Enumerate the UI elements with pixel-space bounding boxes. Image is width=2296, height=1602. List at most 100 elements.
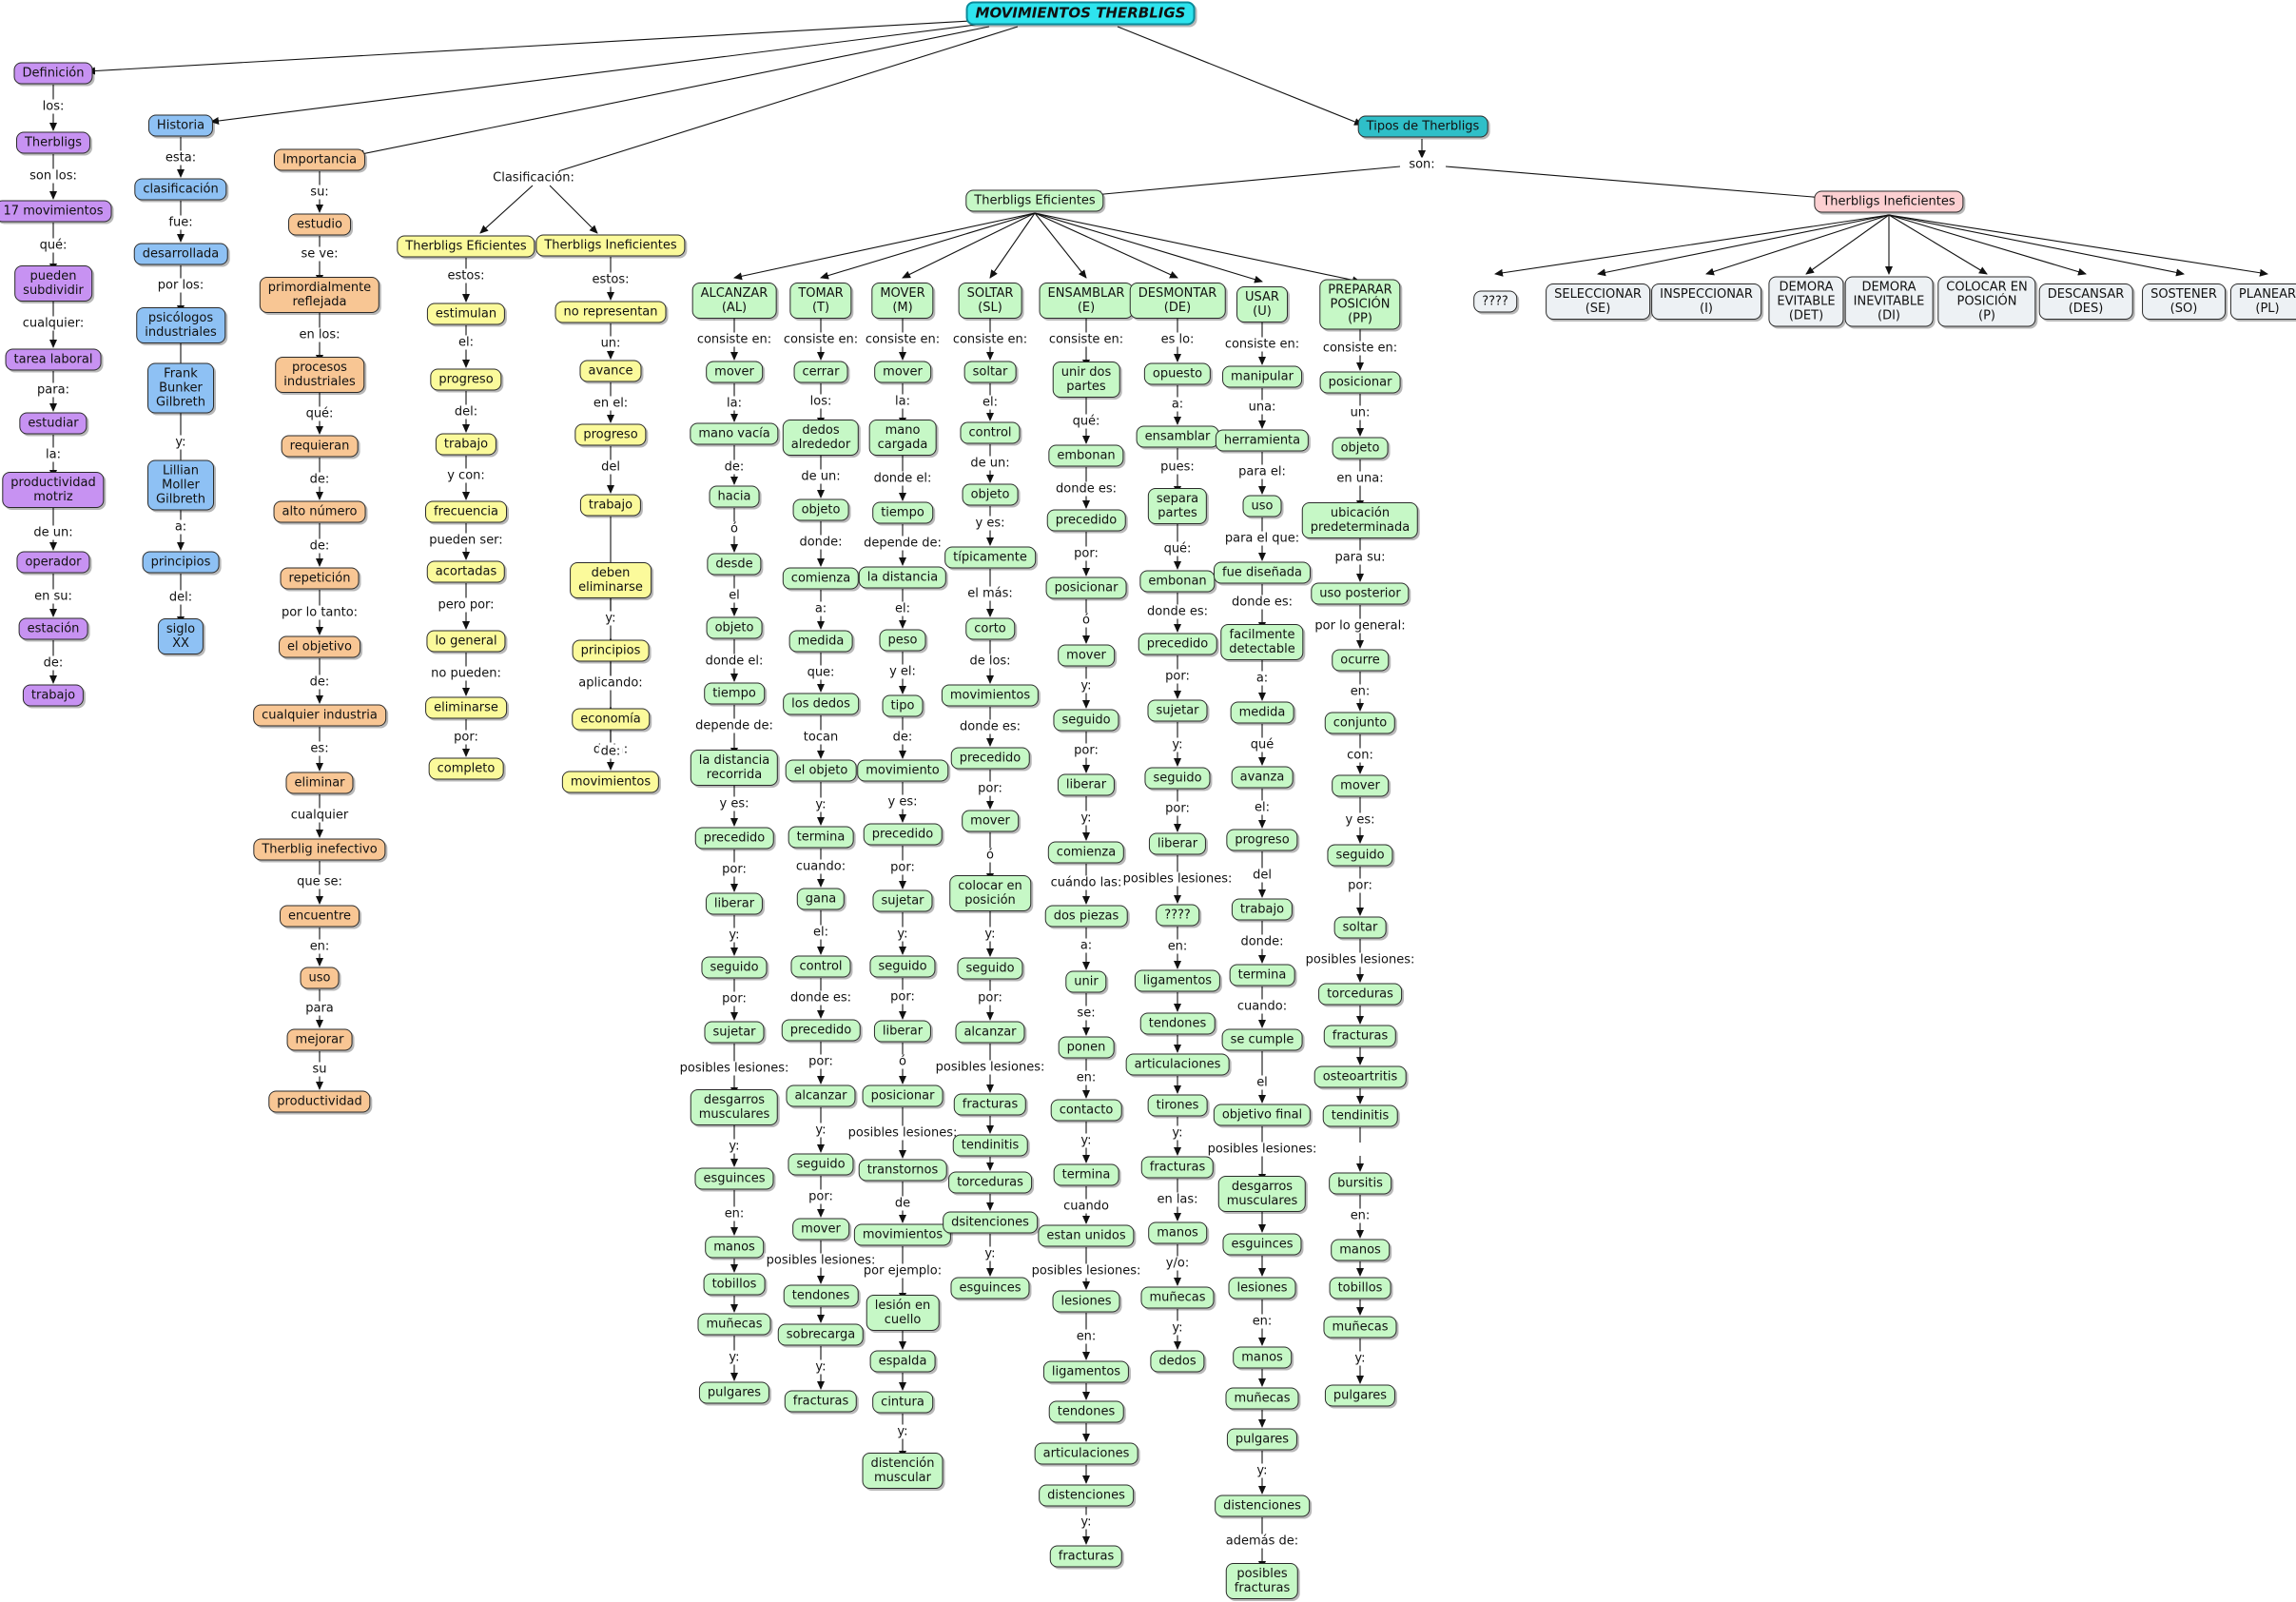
node-so-2[interactable]: control [960,421,1021,444]
node-imp-2[interactable]: primordialmente reflejada [259,277,380,313]
node-pp-2[interactable]: objeto [1332,437,1389,459]
node-cli-5[interactable]: deben eliminarse [570,562,652,598]
node-us-18[interactable]: pulgares [1226,1428,1298,1451]
node-so-10[interactable]: seguido [957,957,1023,980]
node-so-6[interactable]: movimientos [941,684,1040,707]
node-to-13[interactable]: seguido [788,1153,854,1176]
node-al[interactable]: ALCANZAR (AL) [691,283,777,319]
node-to-11[interactable]: precedido [781,1019,861,1042]
node-us-19[interactable]: distenciones [1215,1495,1310,1517]
node-de-2[interactable]: ensamblar [1136,425,1219,448]
node-de-16[interactable]: muñecas [1140,1286,1215,1309]
node-en-17[interactable]: tendones [1048,1400,1124,1423]
node-us-13[interactable]: desgarros musculares [1217,1176,1307,1212]
node-en-6[interactable]: seguido [1053,709,1119,732]
node-de-8[interactable]: liberar [1148,832,1207,855]
node-tip[interactable]: Tipos de Therbligs [1357,115,1489,138]
node-de-4[interactable]: embonan [1139,570,1216,593]
node-al-2[interactable]: mano vacía [690,422,779,445]
node-en-12[interactable]: contacto [1050,1099,1122,1122]
node-so-9[interactable]: colocar en posición [949,875,1031,911]
node-mo-15[interactable]: lesión en cuello [866,1295,940,1331]
node-imp-1[interactable]: estudio [288,213,351,236]
node-de-5[interactable]: precedido [1138,633,1217,655]
node-mo-16[interactable]: espalda [869,1350,936,1373]
node-de-12[interactable]: articulaciones [1125,1053,1230,1076]
node-al-13[interactable]: esguinces [694,1167,774,1190]
node-pp-4[interactable]: uso posterior [1311,582,1410,605]
node-def-8[interactable]: estación [18,617,88,640]
node-en-11[interactable]: ponen [1058,1036,1115,1059]
node-cli-4[interactable]: trabajo [579,494,642,517]
node-ti[interactable]: Therbligs Ineficientes [1814,190,1964,213]
node-cli-6[interactable]: principios [572,639,650,662]
node-to-9[interactable]: gana [796,888,846,910]
node-def-9[interactable]: trabajo [22,684,85,707]
node-us-14[interactable]: esguinces [1222,1233,1302,1256]
node-de-15[interactable]: manos [1148,1221,1207,1244]
node-us-15[interactable]: lesiones [1228,1277,1296,1299]
node-mo-9[interactable]: sujetar [872,889,933,912]
node-to-7[interactable]: el objeto [785,759,857,782]
node-def-4[interactable]: tarea laboral [5,348,102,371]
node-his-7[interactable]: siglo XX [157,618,204,654]
node-mo-18[interactable]: distención muscular [862,1453,944,1489]
node-us-16[interactable]: manos [1233,1346,1292,1369]
node-us-8[interactable]: progreso [1226,829,1298,851]
node-en-5[interactable]: mover [1058,644,1115,667]
node-i2[interactable]: SELECCIONAR (SE) [1546,283,1650,320]
node-i6[interactable]: COLOCAR EN POSICIÓN (P) [1937,276,2036,327]
node-cle-1[interactable]: estimulan [426,303,506,325]
node-pp-14[interactable]: bursitis [1329,1172,1391,1195]
node-imp-12[interactable]: uso [300,967,340,989]
node-al-10[interactable]: seguido [701,956,768,979]
node-pp[interactable]: PREPARAR POSICIÓN (PP) [1319,279,1401,330]
node-i8[interactable]: SOSTENER (SO) [2142,283,2226,320]
node-en-9[interactable]: dos piezas [1044,905,1128,928]
node-us-5[interactable]: facilmente detectable [1220,624,1304,660]
node-mo-7[interactable]: movimiento [857,759,948,782]
node-de-1[interactable]: opuesto [1143,362,1212,385]
node-mo-1[interactable]: mover [874,361,931,383]
node-pp-10[interactable]: torceduras [1318,983,1402,1006]
node-def-2[interactable]: 17 movimientos [0,200,112,223]
node-mo[interactable]: MOVER (M) [871,283,934,319]
node-al-11[interactable]: sujetar [704,1021,765,1044]
node-so-15[interactable]: dsitenciones [943,1211,1038,1234]
node-so-12[interactable]: fracturas [953,1093,1027,1116]
node-cle-5[interactable]: acortadas [426,560,506,583]
node-en-3[interactable]: precedido [1046,509,1126,532]
node-en-8[interactable]: comienza [1047,841,1125,864]
node-pp-11[interactable]: fracturas [1323,1025,1397,1047]
node-so-1[interactable]: soltar [963,361,1017,383]
node-cli-8[interactable]: movimientos [561,771,660,793]
node-al-4[interactable]: desde [707,553,762,576]
node-pp-5[interactable]: ocurre [1332,649,1389,672]
node-en-10[interactable]: unir [1065,970,1107,993]
node-so-8[interactable]: mover [962,810,1019,832]
node-us-3[interactable]: uso [1242,495,1282,518]
node-us-20[interactable]: posibles fracturas [1225,1563,1299,1599]
node-mo-12[interactable]: posicionar [862,1084,944,1107]
node-imp-11[interactable]: encuentre [279,905,360,928]
node-to[interactable]: TOMAR (T) [789,283,852,319]
node-his[interactable]: Historia [147,114,214,137]
node-mo-5[interactable]: peso [879,629,926,652]
node-mo-3[interactable]: tiempo [872,501,933,524]
node-de-14[interactable]: fracturas [1140,1156,1215,1179]
node-de[interactable]: DESMONTAR (DE) [1129,283,1226,319]
node-mo-11[interactable]: liberar [873,1020,932,1043]
node-his-3[interactable]: psicólogos industriales [136,307,225,343]
node-cle-7[interactable]: eliminarse [425,696,507,719]
node-def-1[interactable]: Therbligs [15,131,91,154]
node-mo-6[interactable]: tipo [882,694,924,717]
node-al-14[interactable]: manos [705,1236,764,1259]
node-imp-8[interactable]: cualquier industria [253,704,386,727]
node-de-3[interactable]: separa partes [1147,488,1208,524]
node-so-7[interactable]: precedido [950,747,1030,770]
node-mo-10[interactable]: seguido [869,955,936,978]
node-so-5[interactable]: corto [965,617,1015,640]
node-pp-6[interactable]: conjunto [1324,712,1396,734]
node-al-5[interactable]: objeto [706,616,763,639]
node-i5[interactable]: DEMORA INEVITABLE (DI) [1844,276,1934,327]
